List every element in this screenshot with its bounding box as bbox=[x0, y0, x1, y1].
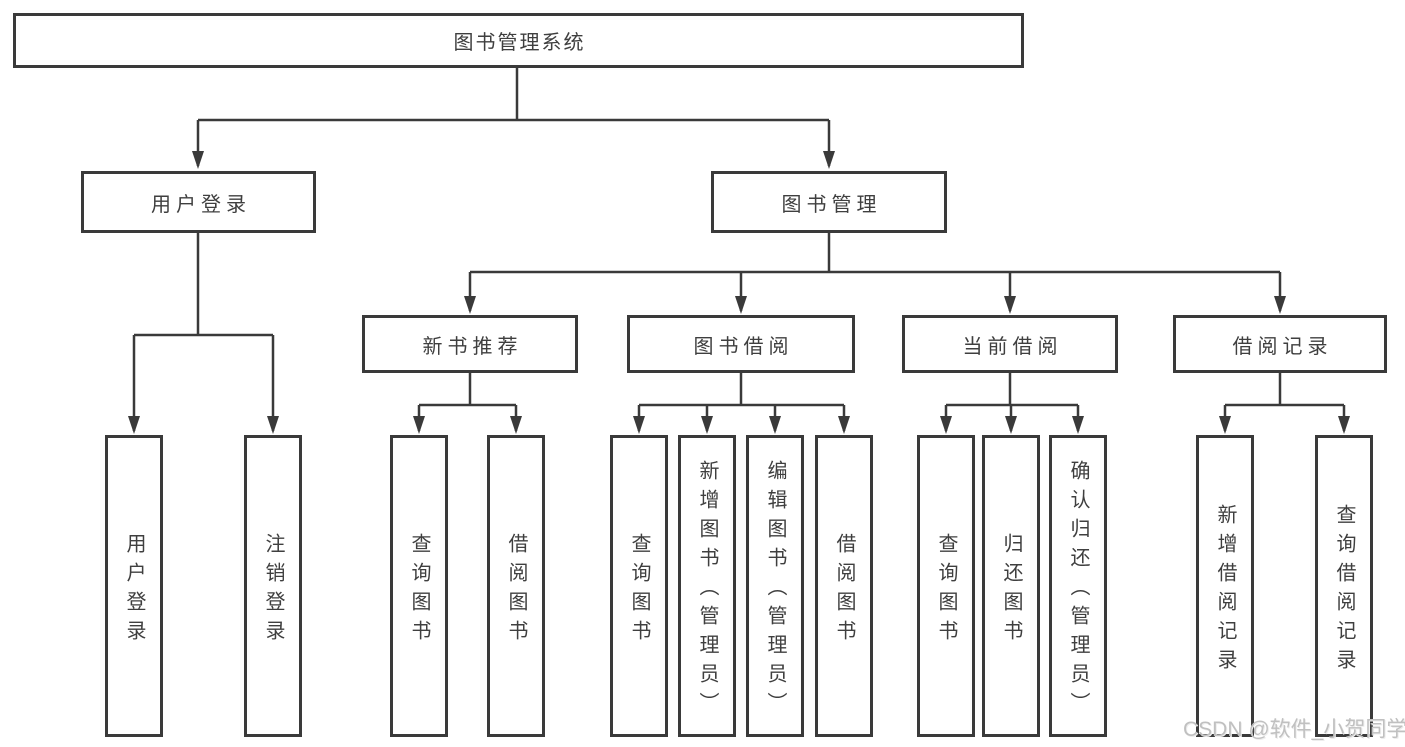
node-label: 新增图书（管理员） bbox=[696, 460, 718, 721]
node-library-system-root: 图书管理系统 bbox=[13, 13, 1024, 68]
node-leaf-borrow-books-recommend: 借阅图书 bbox=[487, 435, 545, 737]
node-leaf-borrow-book: 借阅图书 bbox=[815, 435, 873, 737]
node-label: 注销登录 bbox=[262, 532, 284, 649]
node-book-borrowing: 图书借阅 bbox=[627, 315, 855, 373]
node-leaf-return-book: 归还图书 bbox=[982, 435, 1040, 737]
node-label: 借阅记录 bbox=[1232, 335, 1333, 358]
node-leaf-confirm-return-admin: 确认归还（管理员） bbox=[1049, 435, 1107, 737]
node-leaf-add-borrow-record: 新增借阅记录 bbox=[1196, 435, 1254, 737]
node-label: 新书推荐 bbox=[422, 335, 523, 358]
node-label: 当前借阅 bbox=[962, 335, 1063, 358]
node-leaf-add-book-admin: 新增图书（管理员） bbox=[678, 435, 736, 737]
node-label: 用户登录 bbox=[151, 193, 251, 216]
node-current-borrowing: 当前借阅 bbox=[902, 315, 1118, 373]
csdn-watermark: CSDN @软件_小贺同学 bbox=[1183, 718, 1405, 741]
node-leaf-query-books-current: 查询图书 bbox=[917, 435, 975, 737]
node-leaf-query-books-borrow: 查询图书 bbox=[610, 435, 668, 737]
node-leaf-user-login: 用户登录 bbox=[105, 435, 163, 737]
node-label: 借阅图书 bbox=[833, 532, 855, 649]
node-label: 查询图书 bbox=[935, 532, 957, 649]
node-new-book-recommend: 新书推荐 bbox=[362, 315, 578, 373]
node-leaf-query-books-recommend: 查询图书 bbox=[390, 435, 448, 737]
node-borrowing-records: 借阅记录 bbox=[1173, 315, 1387, 373]
node-label: 图书管理 bbox=[781, 193, 882, 216]
node-leaf-query-borrow-record: 查询借阅记录 bbox=[1315, 435, 1373, 737]
node-label: 查询图书 bbox=[408, 532, 430, 649]
node-label: 图书借阅 bbox=[693, 335, 794, 358]
node-label: 查询借阅记录 bbox=[1333, 503, 1355, 678]
node-book-management: 图书管理 bbox=[711, 171, 947, 233]
node-label: 归还图书 bbox=[1000, 532, 1022, 649]
node-user-login: 用户登录 bbox=[81, 171, 316, 233]
node-label: 编辑图书（管理员） bbox=[764, 460, 786, 721]
node-label: 用户登录 bbox=[123, 532, 145, 649]
node-label: 确认归还（管理员） bbox=[1067, 460, 1089, 721]
node-label: 新增借阅记录 bbox=[1214, 503, 1236, 678]
node-label: 查询图书 bbox=[628, 532, 650, 649]
node-leaf-logout: 注销登录 bbox=[244, 435, 302, 737]
node-label: 图书管理系统 bbox=[453, 32, 586, 54]
node-label: 借阅图书 bbox=[505, 532, 527, 649]
node-leaf-edit-book-admin: 编辑图书（管理员） bbox=[746, 435, 804, 737]
